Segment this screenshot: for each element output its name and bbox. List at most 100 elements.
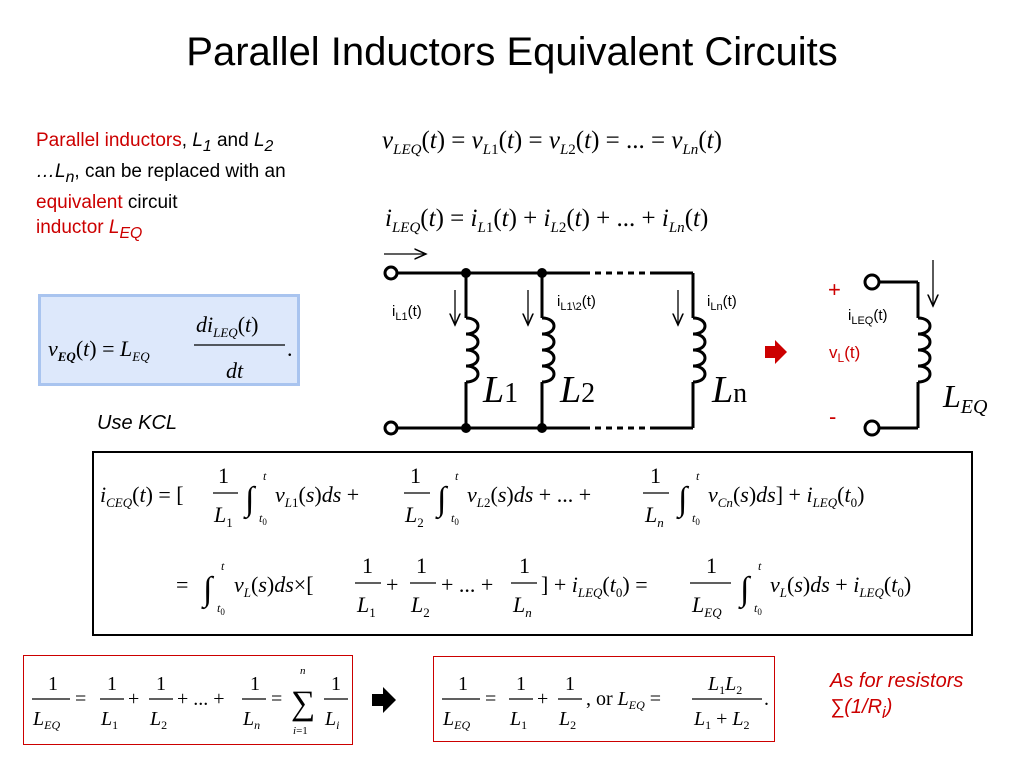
- intro-parallel-inductors: Parallel inductors: [36, 130, 182, 151]
- svg-text:1: 1: [706, 553, 717, 578]
- resistors-note: As for resistors ∑(1/Ri): [830, 670, 964, 722]
- coil-label-LEQ: LEQ: [942, 378, 988, 418]
- current-label-L2: iL1\2(t): [557, 293, 596, 313]
- svg-text:vL(s)ds + iLEQ(t0): vL(s)ds + iLEQ(t0): [770, 572, 911, 600]
- svg-text:1: 1: [458, 673, 468, 695]
- svg-text:∫: ∫: [738, 571, 752, 610]
- svg-text:t0: t0: [754, 601, 762, 617]
- svg-text:.: .: [764, 688, 769, 710]
- svg-text:=: =: [271, 688, 282, 710]
- svg-text:vCn(s)ds] + iLEQ(t0): vCn(s)ds] + iLEQ(t0): [708, 482, 864, 510]
- svg-text:dt: dt: [226, 358, 244, 383]
- svg-text:1: 1: [410, 463, 421, 488]
- svg-text:1: 1: [107, 673, 117, 695]
- svg-text:1: 1: [218, 463, 229, 488]
- svg-text:L1: L1: [100, 708, 118, 732]
- svg-text:L1 + L2: L1 + L2: [693, 708, 750, 732]
- plus-sign: +: [828, 277, 841, 302]
- coil-labels: L1 L2 Ln: [482, 369, 747, 411]
- svg-text:L1: L1: [509, 708, 527, 732]
- svg-text:Ln: Ln: [644, 502, 664, 530]
- svg-text:t: t: [696, 469, 700, 483]
- svg-text:diLEQ(t): diLEQ(t): [196, 312, 258, 340]
- svg-text:1: 1: [331, 673, 341, 695]
- svg-text:t: t: [455, 469, 459, 483]
- parallel-circuit: [391, 271, 707, 430]
- svg-text:LEQ: LEQ: [691, 592, 722, 620]
- svg-text:vL(s)ds×[: vL(s)ds×[: [234, 572, 314, 600]
- svg-text:vL1(s)ds +: vL1(s)ds +: [275, 482, 359, 510]
- svg-text:=: =: [485, 688, 496, 710]
- svg-text:, or LEQ =: , or LEQ =: [586, 688, 661, 712]
- svg-text:+: +: [386, 572, 398, 597]
- reciprocal-sum-equation: 1 LEQ = 1 L1 + 1 L2 + ... + 1 Ln = n ∑ i…: [32, 665, 348, 737]
- svg-text:1: 1: [250, 673, 260, 695]
- intro-text: Parallel inductors, L1 and L2 …Ln, can b…: [36, 130, 286, 242]
- current-label-Ln: iLn(t): [707, 293, 737, 313]
- svg-text:t0: t0: [692, 511, 700, 527]
- svg-text:t0: t0: [259, 511, 267, 527]
- svg-text:1: 1: [519, 553, 530, 578]
- svg-text:Ln: Ln: [711, 369, 747, 411]
- svg-text:t: t: [758, 559, 762, 573]
- minus-sign: -: [829, 404, 836, 429]
- reciprocal-sum-box: [23, 655, 353, 745]
- svg-text:L2: L2: [558, 708, 576, 732]
- equivalent-circuit: [863, 273, 932, 437]
- voltage-label-vL: vL(t): [829, 343, 860, 365]
- svg-text:LEQ: LEQ: [32, 708, 60, 732]
- page-title: Parallel Inductors Equivalent Circuits: [186, 30, 838, 74]
- svg-text:L2: L2: [149, 708, 167, 732]
- kcl-derivation-box: [92, 451, 973, 636]
- svg-text:.: .: [287, 336, 293, 361]
- inductor-voltage-equation: vEQ(t) = LEQ diLEQ(t) dt .: [48, 312, 293, 383]
- svg-text:n: n: [300, 665, 306, 677]
- svg-text:iCEQ(t) = [: iCEQ(t) = [: [100, 482, 184, 510]
- svg-text:1: 1: [362, 553, 373, 578]
- svg-text:+: +: [128, 688, 139, 710]
- svg-text:∫: ∫: [435, 481, 449, 520]
- implies-arrow-icon: [765, 340, 787, 364]
- svg-text:∫: ∫: [243, 481, 257, 520]
- svg-text:1: 1: [516, 673, 526, 695]
- svg-text:Ln: Ln: [242, 708, 260, 732]
- svg-text:t: t: [221, 559, 225, 573]
- svg-text:LEQ: LEQ: [442, 708, 470, 732]
- svg-text:vLEQ(t) = vL1(t) = vL2(t) = ..: vLEQ(t) = vL1(t) = vL2(t) = ... = vLn(t): [382, 127, 722, 158]
- svg-text:+ ... +: + ... +: [441, 572, 493, 597]
- svg-text:∑: ∑: [291, 685, 315, 722]
- svg-text:1: 1: [416, 553, 427, 578]
- current-label-LEQ: iLEQ(t): [848, 307, 888, 327]
- current-arrows: [384, 254, 933, 325]
- implies-arrow-icon-2: [372, 687, 396, 713]
- svg-text:t: t: [263, 469, 267, 483]
- svg-text:1: 1: [156, 673, 166, 695]
- two-inductor-equation: 1 LEQ = 1 L1 + 1 L2 , or LEQ = L1L2 L1 +…: [442, 673, 769, 732]
- svg-text:L2: L2: [410, 592, 430, 620]
- svg-text:=: =: [176, 572, 188, 597]
- svg-text:Li: Li: [324, 708, 339, 732]
- svg-text:i=1: i=1: [293, 725, 308, 737]
- svg-text:1: 1: [650, 463, 661, 488]
- svg-text:L1: L1: [213, 502, 233, 530]
- svg-text:∫: ∫: [201, 571, 215, 610]
- inductor-equation-box: [38, 294, 300, 386]
- svg-text:Ln: Ln: [512, 592, 532, 620]
- circuit-nodes: [383, 265, 547, 436]
- svg-text:1: 1: [565, 673, 575, 695]
- svg-text:+: +: [537, 688, 548, 710]
- svg-text:L2: L2: [559, 369, 595, 411]
- svg-text:+ ... +: + ... +: [177, 688, 225, 710]
- kcl-derivation: iCEQ(t) = [ 1 L1 ∫ t t0 vL1(s)ds + 1 L2 …: [100, 463, 911, 620]
- svg-text:L2: L2: [404, 502, 424, 530]
- svg-text:vEQ(t) = LEQ: vEQ(t) = LEQ: [48, 336, 150, 364]
- current-sum-equation: iLEQ(t) = iL1(t) + iL2(t) + ... + iLn(t): [385, 205, 708, 236]
- voltage-equality-equation: vLEQ(t) = vL1(t) = vL2(t) = ... = vLn(t): [382, 127, 722, 158]
- svg-text:1: 1: [48, 673, 58, 695]
- two-inductor-result-box: [433, 656, 775, 742]
- svg-text:vL2(s)ds + ... +: vL2(s)ds + ... +: [467, 482, 591, 510]
- svg-text:] + iLEQ(t0) =: ] + iLEQ(t0) =: [541, 572, 648, 600]
- svg-text:∫: ∫: [676, 481, 690, 520]
- svg-text:=: =: [75, 688, 86, 710]
